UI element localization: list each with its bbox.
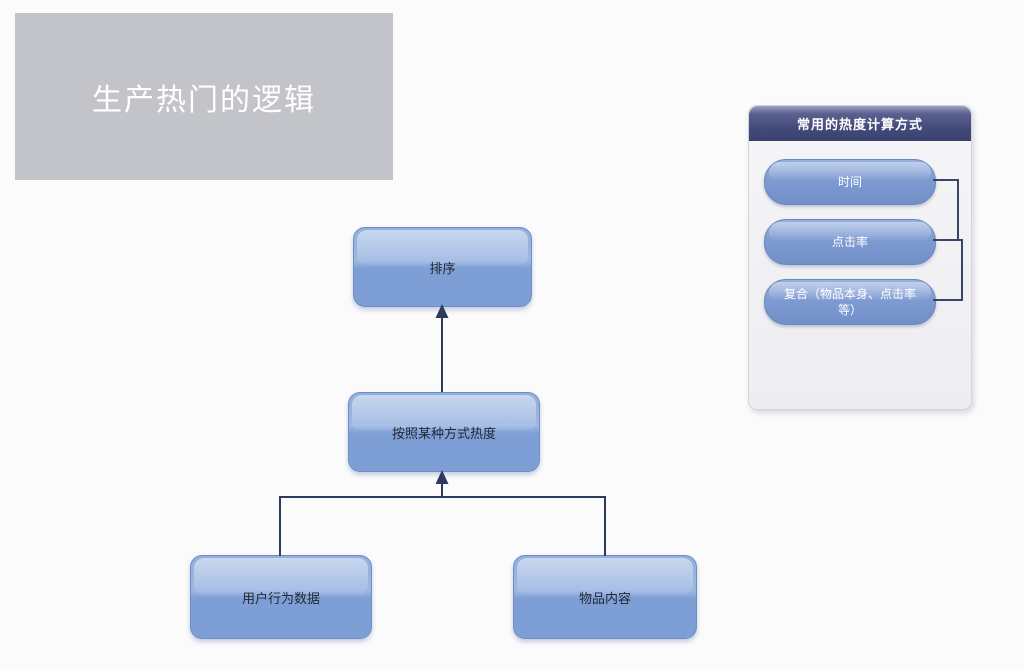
panel-item-click-rate: 点击率 <box>764 219 936 265</box>
panel-header: 常用的热度计算方式 <box>749 106 971 141</box>
flow-node-label: 用户行为数据 <box>241 590 320 606</box>
arrow-sources-to-heat <box>279 470 606 556</box>
panel-item-composite: 复合（物品本身、点击率等） <box>764 279 936 325</box>
panel-title: 常用的热度计算方式 <box>796 117 923 132</box>
flow-node-label: 物品内容 <box>578 590 631 606</box>
panel-item-label: 复合（物品本身、点击率等） <box>783 286 916 317</box>
panel-item-label: 时间 <box>837 174 862 189</box>
panel-item-time: 时间 <box>764 159 936 205</box>
arrow-heat-to-sort <box>435 304 449 392</box>
flow-node-sort: 排序 <box>353 227 532 307</box>
slide-title: 生产热门的逻辑 <box>92 83 316 117</box>
flow-node-label: 按照某种方式热度 <box>391 425 496 441</box>
slide-title-box: 生产热门的逻辑 <box>15 13 393 180</box>
flow-node-label: 排序 <box>429 260 456 276</box>
flow-node-user-behavior: 用户行为数据 <box>190 555 372 639</box>
flow-node-heat-method: 按照某种方式热度 <box>348 392 540 472</box>
flow-node-item-content: 物品内容 <box>513 555 697 639</box>
panel-item-label: 点击率 <box>831 234 868 249</box>
heat-methods-panel: 常用的热度计算方式 时间 点击率 复合（物品本身、点击率等） <box>748 105 972 410</box>
